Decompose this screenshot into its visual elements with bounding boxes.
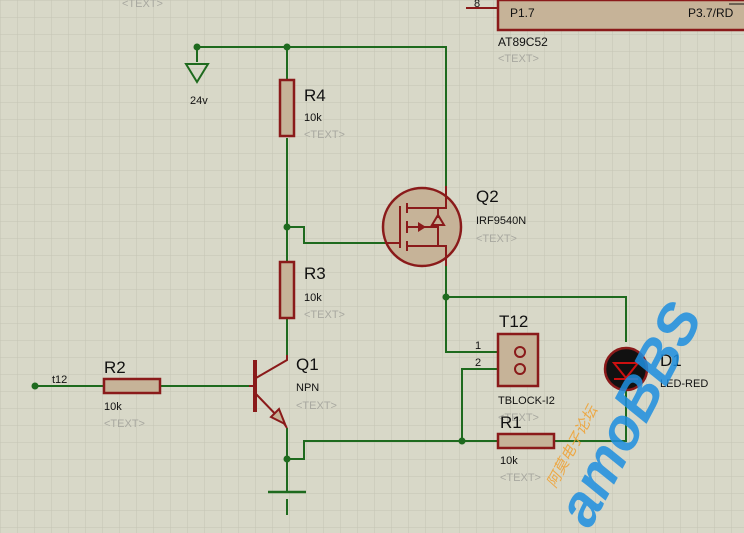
- r2-text-placeholder: <TEXT>: [104, 418, 145, 430]
- led-d1[interactable]: D1 LED-RED: [603, 346, 708, 392]
- q2-text-placeholder: <TEXT>: [476, 233, 517, 245]
- r4-value: 10k: [304, 112, 322, 124]
- r3-body: [278, 260, 296, 320]
- q1-ref: Q1: [296, 355, 319, 374]
- mcu-pin-name: P1.7: [510, 6, 535, 20]
- q2-diode-icon: [430, 208, 446, 226]
- resistor-r1[interactable]: R1 10k <TEXT>: [496, 413, 556, 484]
- mcu-part-name: AT89C52: [498, 35, 548, 49]
- junctions: [31, 43, 466, 463]
- t12-text-placeholder: <TEXT>: [498, 412, 539, 424]
- resistor-r2[interactable]: R2 10k <TEXT>: [102, 358, 162, 430]
- wire-gate: [287, 226, 385, 244]
- mcu-text-placeholder: <TEXT>: [498, 53, 539, 65]
- resistor-r4[interactable]: R4 10k <TEXT>: [278, 78, 345, 141]
- power-supply-terminal[interactable]: 24v: [184, 63, 210, 107]
- t12-body: [496, 332, 540, 388]
- resistor-r3[interactable]: R3 10k <TEXT>: [278, 260, 345, 321]
- q2-arrow-icon: [418, 222, 426, 232]
- junction-dot: [193, 43, 201, 51]
- transistor-q1[interactable]: Q1 NPN <TEXT>: [249, 355, 337, 429]
- input-label: t12: [52, 374, 67, 386]
- d1-ref: D1: [660, 351, 682, 370]
- wire-24v-rail: [197, 46, 447, 186]
- power-arrow-icon: [184, 63, 210, 84]
- terminal-block-t12[interactable]: 1 2 T12 TBLOCK-I2 <TEXT>: [475, 312, 555, 424]
- t12-value: TBLOCK-I2: [498, 395, 555, 407]
- mcu-pin-number: 8: [474, 0, 480, 10]
- mosfet-q2[interactable]: Q2 IRF9540N <TEXT>: [381, 186, 526, 268]
- mcu-body: [496, 0, 744, 32]
- wire-bottom-rail: [287, 440, 498, 460]
- junction-dot: [442, 293, 450, 301]
- d1-value: LED-RED: [660, 378, 708, 390]
- junction-dot: [458, 437, 466, 445]
- supply-label: 24v: [190, 95, 208, 107]
- r3-ref: R3: [304, 264, 326, 283]
- top-text-placeholder: <TEXT>: [122, 0, 163, 10]
- q2-value: IRF9540N: [476, 215, 526, 227]
- junction-dot: [283, 43, 291, 51]
- t12-pin2: 2: [475, 357, 481, 369]
- q1-emitter-arrow-icon: [269, 407, 287, 427]
- r4-ref: R4: [304, 86, 326, 105]
- wire-r1-led: [555, 391, 627, 442]
- mcu-at89c52[interactable]: 8 P1.7 P3.7/RD AT89C52 <TEXT>: [466, 0, 744, 65]
- r1-value: 10k: [500, 455, 518, 467]
- r1-body: [496, 432, 556, 450]
- r2-value: 10k: [104, 401, 122, 413]
- r1-ref: R1: [500, 413, 522, 432]
- r3-value: 10k: [304, 292, 322, 304]
- t12-terminal-2-icon: [514, 363, 526, 375]
- r3-text-placeholder: <TEXT>: [304, 309, 345, 321]
- r4-text-placeholder: <TEXT>: [304, 129, 345, 141]
- wire-drain-led: [446, 296, 627, 342]
- t12-pin1: 1: [475, 340, 481, 352]
- r4-body: [278, 78, 296, 138]
- r1-text-placeholder: <TEXT>: [500, 472, 541, 484]
- q1-text-placeholder: <TEXT>: [296, 400, 337, 412]
- r2-body: [102, 377, 162, 395]
- q2-ref: Q2: [476, 187, 499, 206]
- mcu-pin-function: P3.7/RD: [688, 6, 734, 20]
- junction-dot: [31, 382, 39, 390]
- d1-diode-icon: [611, 362, 641, 380]
- t12-terminal-1-icon: [514, 346, 526, 358]
- r2-ref: R2: [104, 358, 126, 377]
- wire-t12p2: [461, 368, 498, 441]
- t12-ref: T12: [499, 312, 528, 331]
- q1-value: NPN: [296, 382, 319, 394]
- junction-dot: [283, 455, 291, 463]
- junction-dot: [283, 223, 291, 231]
